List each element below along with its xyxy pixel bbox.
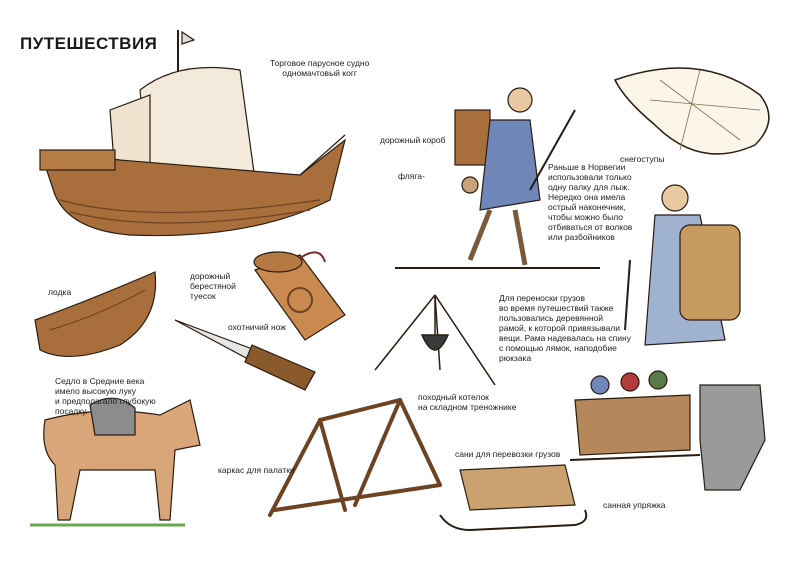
label-hunting-knife: охотничий нож [228,322,286,332]
kettle-tripod-illustration [374,294,496,386]
hunting-knife-illustration [174,319,316,391]
page-title: ПУТЕШЕСТВИЯ [20,34,158,53]
label-kettle: походный котелок на складном треножнике [418,392,517,412]
label-snowshoes: снегоступы [620,154,665,164]
frame-pack-note: Для переноски грузов во время путешестви… [499,293,631,363]
ski-pole-note: Раньше в Норвегии использовали только од… [548,162,633,242]
label-travel-box: дорожный короб [380,135,446,145]
horse-sled-team-illustration [569,370,766,491]
label-flask: фляга- [398,171,425,181]
snowshoe-illustration [613,67,770,155]
traveller-skier-illustration [395,87,600,269]
tent-frame-illustration [268,398,442,517]
cog-ship-illustration [39,30,347,237]
label-boat: лодка [48,287,72,297]
label-birch-case: дорожный берестяной туесок [190,271,236,301]
label-cargo-sled: сани для перевозки грузов [455,449,561,459]
label-tent-frame: каркас для палатки [218,465,295,475]
label-sled-team: санная упряжка [603,500,666,510]
label-ship: Торговое парусное судно одномачтовый ког… [270,58,370,78]
traveller-with-frame-pack-illustration [624,184,741,346]
saddle-note: Седло в Средние века имело высокую луку … [55,376,156,416]
saddled-horse-illustration [30,397,201,527]
birch-case-illustration [253,251,346,341]
rowboat-illustration [34,271,157,357]
cargo-sled-illustration [439,464,588,532]
